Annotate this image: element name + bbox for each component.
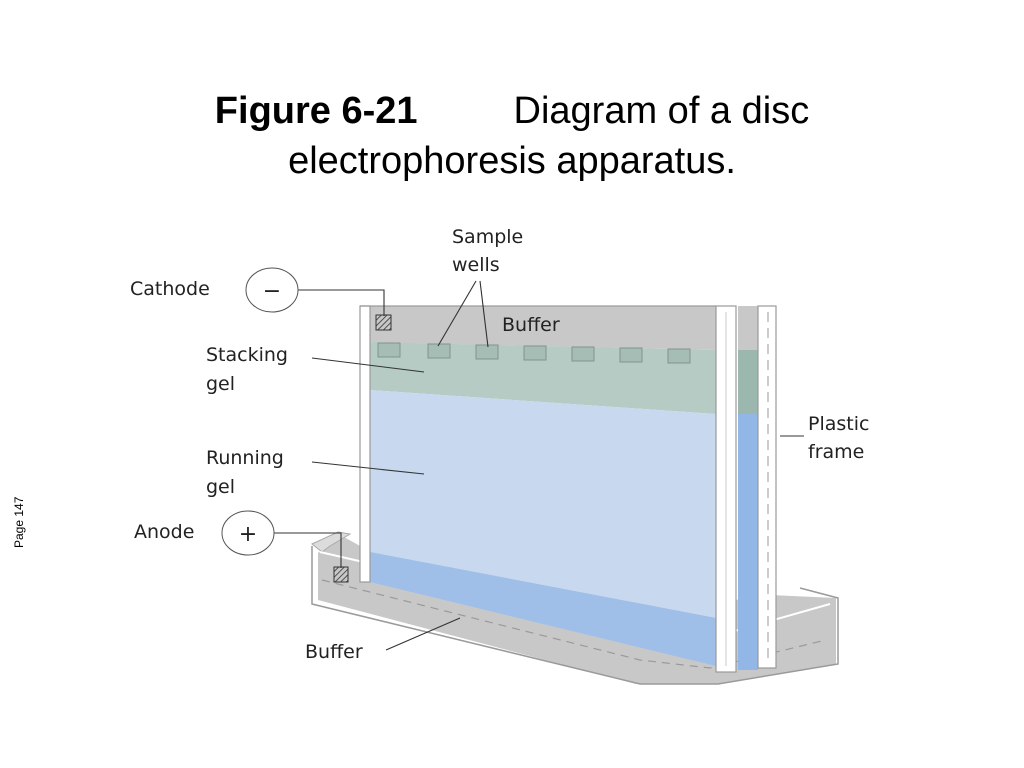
label-buffer-top: Buffer [502,314,560,336]
anode-electrode [333,566,349,583]
figure-caption-part-1: Diagram of a disc [513,90,810,132]
top-buffer [362,306,716,350]
label-frame: frame [808,441,864,463]
anode-wire [274,532,342,568]
sample-well [523,345,547,361]
figure-title: Figure 6-21 Diagram of a disc electrophor… [0,86,1024,186]
stacking-gel-leader [311,357,425,373]
cathode-terminal: − [245,267,299,313]
top-buffer-side [738,306,760,350]
label-running-gel: gel [206,476,235,498]
plastic-frame-post-rear [757,305,777,669]
cathode-wire [298,289,385,316]
cassette-frame [359,305,371,583]
sample-wells [377,342,691,364]
sample-well [377,342,401,358]
leader-lines [274,280,804,651]
sample-well [427,343,451,359]
sample-wells-leader [437,280,477,347]
cathode-symbol: − [263,279,281,304]
cathode-circle [245,267,299,313]
diagram-labels: Sample wells Cathode Buffer Stacking gel… [130,226,869,663]
label-sample: Sample [452,226,523,248]
anode-terminal: + [221,510,275,556]
sample-well [667,348,691,364]
label-plastic: Plastic [808,413,869,435]
label-buffer-bottom: Buffer [305,641,363,663]
gel-cassette [333,305,777,673]
anode-symbol: + [239,522,257,547]
figure-number: Figure 6-21 [214,90,418,132]
label-running: Running [206,447,284,469]
figure-caption-part-2: electrophoresis apparatus. [288,140,736,182]
running-gel-leader [311,461,425,475]
sample-well [619,347,643,363]
figure-title-line-1: Figure 6-21 Diagram of a disc [0,86,1024,136]
sample-well [571,346,595,362]
tray-outline [311,546,839,685]
bottom-buffer-leader [385,617,461,651]
stacking-gel-side [738,350,758,414]
running-gel-bottom-band [370,552,716,666]
running-gel-side [738,414,758,670]
anode-circle [221,510,275,556]
sample-wells-leader [479,280,489,348]
label-stacking: Stacking [206,344,288,366]
cathode-electrode [375,314,392,331]
sample-well [475,344,499,360]
label-cathode: Cathode [130,278,210,300]
label-wells: wells [452,254,500,276]
label-stacking-gel: gel [206,373,235,395]
label-anode: Anode [134,521,194,543]
